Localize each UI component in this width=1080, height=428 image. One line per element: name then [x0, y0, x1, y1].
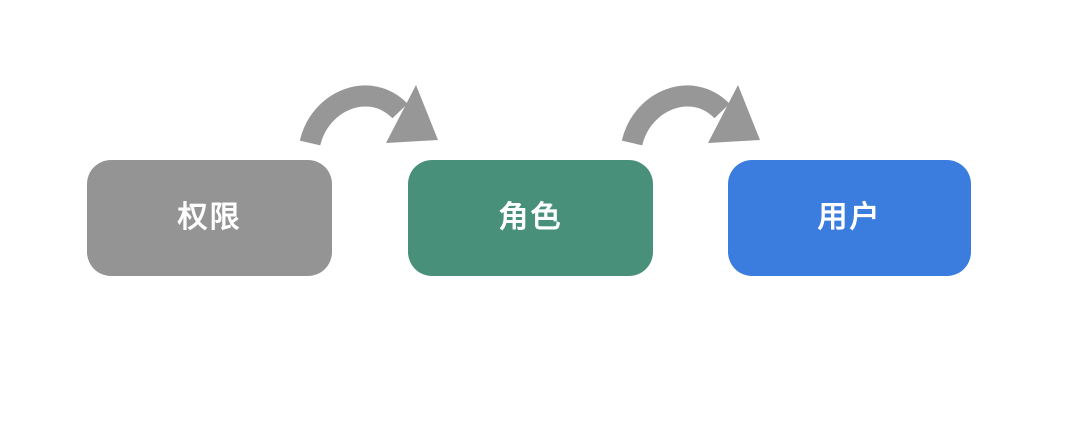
node-permissions-label: 权限	[177, 201, 242, 234]
node-user: 用户	[728, 160, 971, 276]
curved-arrow-role-to-user-icon	[621, 85, 760, 147]
node-permissions: 权限	[87, 160, 332, 276]
node-user-label: 用户	[817, 201, 882, 234]
node-role: 角色	[408, 160, 653, 276]
node-role-label: 角色	[498, 201, 563, 234]
curved-arrow-permissions-to-role-icon	[299, 85, 438, 147]
